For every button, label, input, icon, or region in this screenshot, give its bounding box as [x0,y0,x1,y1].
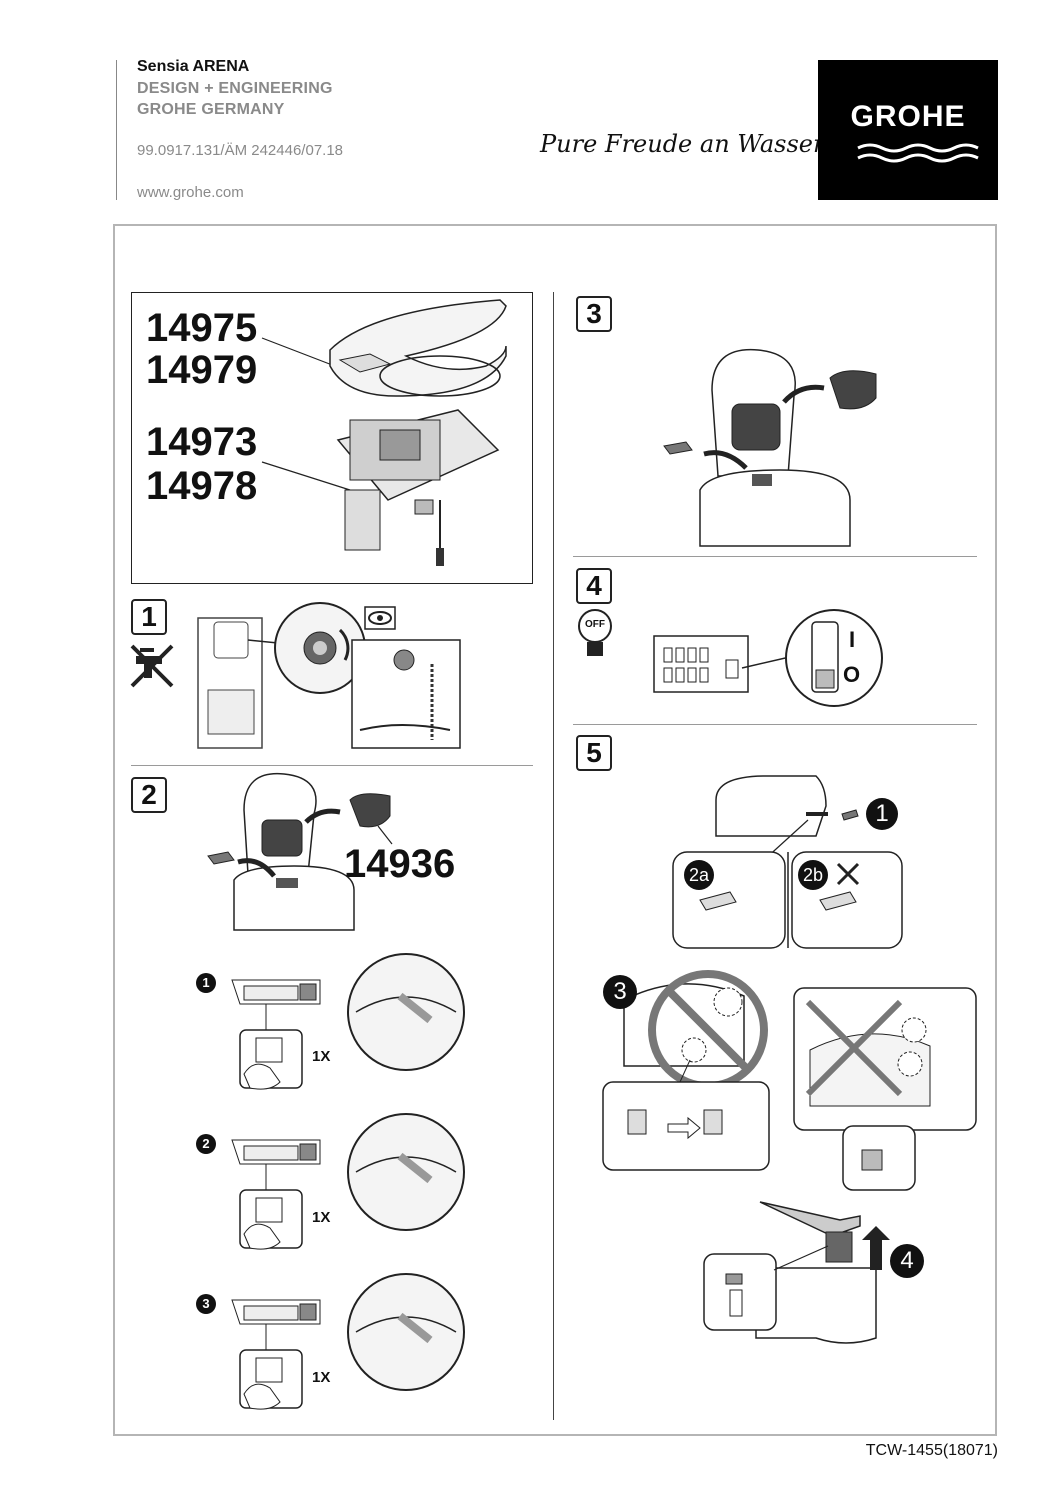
part-number: 14936 [344,842,456,886]
eye-icon [364,606,396,630]
model-number-base-1: 14973 [146,420,258,464]
footer-code: TCW-1455(18071) [865,1442,998,1459]
model-number-base-2: 14978 [146,464,258,508]
substep-3-badge: 3 [196,1294,216,1314]
logo-waves-icon [857,143,979,163]
model-number-seat-1: 14975 [146,306,258,350]
switch-off-label: O [843,662,861,687]
step-separator [573,556,977,557]
power-off-bulb-icon [578,609,612,656]
website-link[interactable]: www.grohe.com [137,184,244,201]
press-count-2: 1X [312,1209,331,1226]
document-code: 99.0917.131/ÄM 242446/07.18 [137,142,344,159]
header-rule [116,60,117,200]
instruction-frame [113,224,997,1436]
water-off-icon [130,644,174,688]
substep-1-badge: 1 [196,973,216,993]
brand-slogan: Pure Freude an Wasser [540,130,825,158]
press-count-1: 1X [312,1048,331,1065]
substep-2-badge: 2 [196,1134,216,1154]
step-3-badge: 3 [576,296,612,332]
step-separator [573,724,977,725]
switch-on-label: I [849,627,856,652]
model-number-seat-2: 14979 [146,348,258,392]
step-2-badge: 2 [131,777,167,813]
grohe-logo: GROHE [818,60,998,200]
column-divider [553,292,554,1420]
step5-substep-2a: 2a [684,860,714,890]
step-separator [131,765,533,766]
step5-substep-2b: 2b [798,860,828,890]
step5-substep-1: 1 [866,798,898,830]
header-design-line: DESIGN + ENGINEERING [137,80,333,97]
step-4-badge: 4 [576,568,612,604]
off-label: OFF [585,619,605,630]
logo-wordmark: GROHE [850,100,966,133]
step-1-badge: 1 [131,599,167,635]
step-5-badge: 5 [576,735,612,771]
press-count-3: 1X [312,1369,331,1386]
step5-substep-3: 3 [603,975,637,1009]
header-company-line: GROHE GERMANY [137,101,285,118]
step5-substep-4: 4 [890,1244,924,1278]
product-title: Sensia ARENA [137,58,250,75]
